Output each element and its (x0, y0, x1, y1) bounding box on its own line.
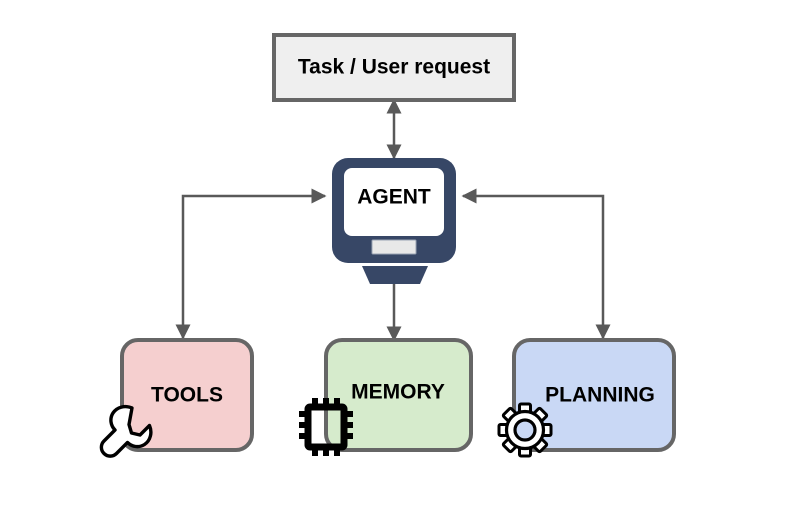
monitor-status-bar (371, 239, 417, 255)
agent-tools-connector (175, 188, 327, 340)
memory-node[interactable]: MEMORY (299, 338, 473, 456)
tools-label: TOOLS (151, 384, 223, 407)
memory-box (324, 338, 473, 452)
task-label: Task / User request (298, 56, 490, 79)
chip-icon (299, 398, 353, 456)
tools-box (120, 338, 254, 452)
agent-label: AGENT (357, 186, 431, 209)
gear-icon (497, 402, 553, 458)
task-box (272, 33, 516, 102)
monitor-stand (362, 266, 428, 284)
memory-label: MEMORY (351, 381, 445, 404)
agent-planning-connector (461, 188, 611, 340)
task-user-request-node[interactable]: Task / User request (272, 33, 516, 102)
planning-node[interactable]: PLANNING (497, 338, 676, 458)
agent-tools-arrow (175, 188, 327, 340)
agent-node[interactable]: AGENT (332, 158, 456, 284)
planning-box (512, 338, 676, 452)
agent-planning-arrow (461, 188, 611, 340)
wrench-icon (99, 404, 153, 458)
planning-label: PLANNING (545, 384, 655, 407)
tools-node[interactable]: TOOLS (99, 338, 254, 458)
monitor-screen (344, 168, 444, 236)
